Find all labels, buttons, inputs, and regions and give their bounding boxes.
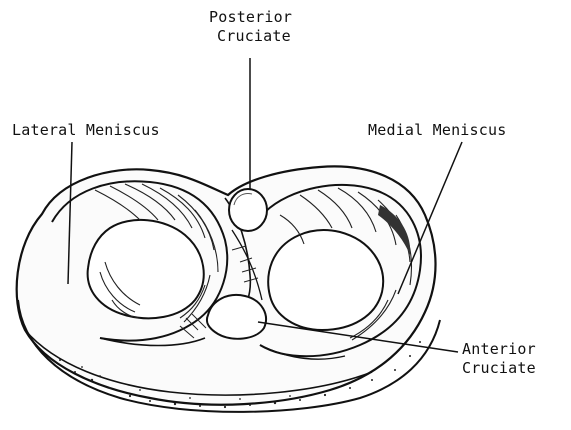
posterior-cruciate-label-line1: Posterior [209,8,292,27]
posterior-cruciate-attachment [229,189,267,231]
medial-meniscus-inner [268,230,383,330]
posterior-cruciate-label-line2: Cruciate [209,27,292,46]
anterior-cruciate-attachment [207,295,266,339]
anterior-cruciate-label-line2: Cruciate [462,359,536,378]
medial-meniscus-label: Medial Meniscus [368,121,506,140]
anterior-cruciate-label-line1: Anterior [462,340,536,359]
lateral-meniscus-label: Lateral Meniscus [12,121,160,140]
posterior-cruciate-label: Posterior Cruciate [209,8,292,46]
anterior-cruciate-label: Anterior Cruciate [462,340,536,378]
